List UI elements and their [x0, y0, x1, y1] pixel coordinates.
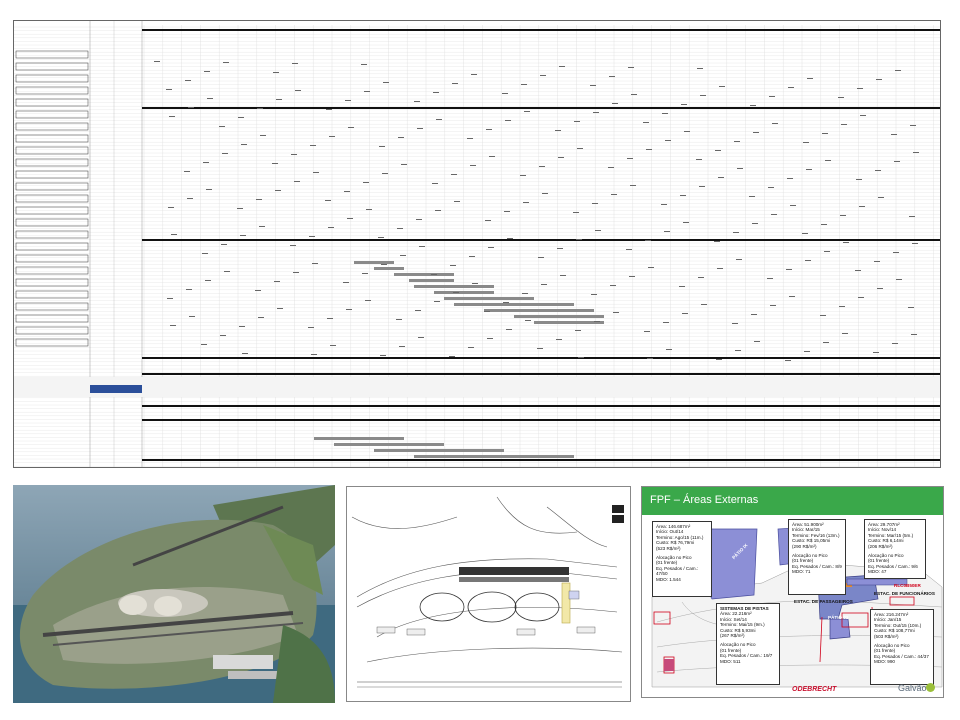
- box-frente: (01 frente): [720, 647, 742, 653]
- box-inicio: Início: Nov/14: [868, 527, 897, 533]
- box-alocacao: Alocação no Pico: [874, 643, 910, 649]
- galvao-emblem-icon: [926, 683, 935, 692]
- gantt-grid: [14, 21, 940, 467]
- info-box-3: Área: 29.707m² Início: Nov/14 Termino: M…: [864, 519, 926, 579]
- box-termino: Termino: Out/15 (10m.): [874, 622, 922, 628]
- terminal-site-plan: [346, 486, 631, 702]
- box-inicio: Início: Jan/15: [874, 617, 902, 623]
- slide-title: FPF – Áreas Externas: [650, 494, 759, 506]
- label-patio: PÁTIO 01: [828, 615, 849, 620]
- aerial-image: [13, 485, 335, 703]
- box-termino: Termino: Fev/16 (13m.): [792, 532, 840, 538]
- label-estac-passageiros: ESTAC. DE PASSAGEIROS: [794, 599, 853, 604]
- box-alocacao: Alocação no Pico: [868, 553, 904, 559]
- info-box-5: Área: 216.247m² Início: Jan/15 Termino: …: [870, 609, 934, 685]
- label-estac-funcionarios: ESTAC. DE FUNCIONÁRIOS: [874, 591, 935, 596]
- box-inicio: Início: Out/14: [656, 529, 684, 535]
- box-inicio: Início: Set/14: [720, 616, 747, 622]
- box-area: Área: 216.247m²: [874, 612, 909, 617]
- label-red-tag: RLC0B50ER: [894, 583, 921, 588]
- box-mdo: MDO: 71: [792, 569, 811, 575]
- box-mdo: MDO: 990: [874, 659, 895, 665]
- box-area: Área: 29.707m²: [868, 522, 900, 527]
- box-termino: Termino: Mai/15 (9m.): [720, 622, 765, 628]
- box-inicio: Início: Mar/15: [792, 527, 820, 533]
- box-mdo: MDO: 511: [720, 658, 741, 664]
- box-custo: Custo: R$ 6,14mi: [868, 538, 904, 544]
- box-custo-m2: (290 R$/m²): [792, 543, 817, 549]
- box-eq: Eq. Pesados / Cam.: 19/7: [720, 653, 773, 659]
- box-custo-m2: (503 R$/m²): [874, 633, 899, 639]
- box-custo-m2: (267 R$/m²): [720, 633, 745, 639]
- box-frente: (01 frente): [656, 560, 678, 566]
- box-heading: SISTEMAS DE PISTAS: [720, 606, 769, 611]
- box-alocacao: Alocação no Pico: [792, 553, 828, 559]
- schedule-spreadsheet: [13, 20, 941, 468]
- box-custo: Custo: R$ 76,79mi: [656, 540, 695, 546]
- box-mdo: MDO: 1.544: [656, 576, 681, 582]
- box-custo: Custo: R$ 15,05mi: [792, 538, 831, 544]
- info-box-4: SISTEMAS DE PISTAS Área: 22.216m² Início…: [716, 603, 780, 685]
- box-frente: (01 frente): [868, 558, 890, 564]
- box-custo: Custo: R$ 5,93mi: [720, 627, 756, 633]
- box-custo-m2: (206 R$/m²): [868, 543, 893, 549]
- fpf-slide: FPF – Áreas Externas Área: 146.687m² Iní: [641, 486, 944, 698]
- box-custo-m2: (523 R$/m²): [656, 545, 681, 551]
- box-area: Área: 51.900m²: [792, 522, 824, 527]
- box-termino: Termino: Ago/15 (11m.): [656, 534, 704, 540]
- box-eq: Eq. Pesados / Cam.: 8/9: [792, 563, 842, 569]
- box-frente: (01 frente): [792, 558, 814, 564]
- slide-header: FPF – Áreas Externas: [642, 487, 943, 515]
- info-box-2: Área: 51.900m² Início: Mar/15 Termino: F…: [788, 519, 846, 595]
- box-mdo: MDO: 47: [868, 569, 887, 575]
- box-frente: (01 frente): [874, 648, 896, 654]
- galvao-logo: Galvão: [898, 683, 927, 693]
- info-box-1: Área: 146.687m² Início: Out/14 Termino: …: [652, 521, 712, 597]
- airport-aerial-photo: [13, 485, 335, 703]
- box-area: Área: 22.216m²: [720, 611, 752, 617]
- box-eq: Eq. Pesados / Cam.: 9/6: [868, 563, 918, 569]
- box-eq: Eq. Pesados / Cam.: 44/37: [874, 653, 929, 659]
- odebrecht-logo: ODEBRECHT: [792, 686, 837, 693]
- box-alocacao: Alocação no Pico: [656, 555, 692, 561]
- box-area: Área: 146.687m²: [656, 524, 691, 529]
- box-eq: Eq. Pesados / Cam.: 47/50: [656, 565, 699, 577]
- box-alocacao: Alocação no Pico: [720, 642, 756, 648]
- plan-drawing: [347, 487, 630, 701]
- box-termino: Termino: Mar/15 (5m.): [868, 532, 914, 538]
- box-custo: Custo: R$ 108,77mi: [874, 628, 915, 634]
